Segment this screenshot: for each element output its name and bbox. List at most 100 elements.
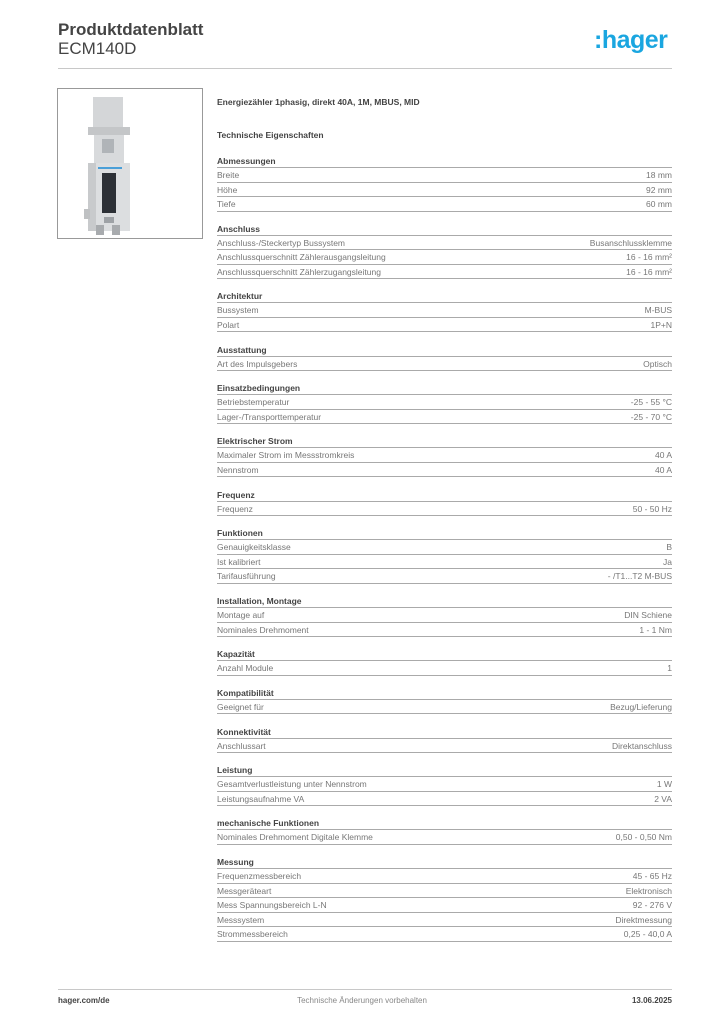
spec-label: Art des Impulsgebers [217, 358, 298, 369]
spec-row: Nominales Drehmoment Digitale Klemme 0,50… [217, 830, 672, 845]
section-heading: Installation, Montage [217, 594, 672, 608]
spec-label: Gesamtverlustleistung unter Nennstrom [217, 779, 367, 790]
spec-label: Polart [217, 319, 240, 330]
spec-label: Mess Spannungsbereich L-N [217, 900, 327, 911]
spec-value: 60 mm [646, 199, 672, 209]
section-heading: Leistung [217, 763, 672, 778]
spec-value: 92 - 276 V [632, 900, 672, 911]
section-heading: Abmessungen [217, 154, 672, 168]
spec-value: 45 - 65 Hz [632, 871, 672, 882]
spec-value: Bezug/Lieferung [610, 701, 672, 712]
spec-value: 2 VA [654, 793, 672, 804]
spec-label: Geeignet für [217, 701, 264, 712]
spec-label: Breite [217, 170, 240, 180]
section-heading: Messung [217, 855, 672, 870]
spec-label: Nominales Drehmoment [217, 624, 309, 635]
spec-row: Anschluss-/Steckertyp Bussystem Busanschl… [217, 236, 672, 251]
spec-value: 0,25 - 40,0 A [623, 929, 672, 940]
product-code: ECM140D [58, 39, 137, 58]
spec-value: 1P+N [650, 319, 673, 330]
spec-value: Ja [663, 556, 672, 567]
spec-label: Anschlussquerschnitt Zählerausgangsleitu… [217, 252, 386, 263]
spec-label: Leistungsaufnahme VA [217, 793, 305, 804]
header-divider [58, 68, 672, 69]
spec-label: Messsystem [217, 914, 265, 925]
footer-date: 13.06.2025 [631, 996, 672, 1005]
section-heading: Architektur [217, 289, 672, 304]
footer-website-link[interactable]: hager.com/de [58, 996, 110, 1005]
spec-value: Elektronisch [625, 885, 672, 896]
spec-value: 50 - 50 Hz [632, 503, 672, 514]
spec-value: 40 A [654, 450, 672, 461]
spec-value: Direktmessung [615, 914, 672, 925]
spec-label: Nominales Drehmoment Digitale Klemme [217, 832, 373, 843]
spec-label: Lager-/Transporttemperatur [217, 411, 322, 422]
spec-label: Anschluss-/Steckertyp Bussystem [217, 237, 346, 248]
spec-value: 0,50 - 0,50 Nm [615, 832, 672, 843]
section-heading: Elektrischer Strom [217, 434, 672, 449]
spec-label: Montage auf [217, 610, 265, 620]
spec-value: -25 - 70 °C [630, 411, 672, 422]
spec-label: Frequenzmessbereich [217, 871, 302, 882]
spec-value: -25 - 55 °C [630, 397, 672, 408]
spec-row: Höhe 92 mm [217, 183, 672, 197]
spec-label: Nennstrom [217, 464, 259, 475]
hager-logo: :hager [594, 26, 668, 54]
section-heading: Funktionen [217, 526, 672, 541]
spec-label: Tiefe [217, 199, 236, 209]
spec-label: Anschlussquerschnitt Zählerzugangsleitun… [217, 266, 381, 277]
spec-row: Lager-/Transporttemperatur -25 - 70 °C [217, 410, 672, 425]
spec-value: - /T1...T2 M-BUS [607, 571, 672, 582]
spec-value: 16 - 16 mm² [626, 252, 672, 263]
spec-value: 16 - 16 mm² [626, 266, 672, 277]
spec-value: DIN Schiene [624, 610, 672, 620]
spec-row: Gesamtverlustleistung unter Nennstrom 1 W [217, 777, 672, 792]
section-heading: Kompatibilität [217, 686, 672, 700]
spec-row: Anschlussquerschnitt Zählerausgangsleitu… [217, 250, 672, 265]
page-title: Produktdatenblatt [58, 20, 204, 39]
spec-value: 40 A [654, 464, 672, 475]
spec-row: Montage auf DIN Schiene [217, 608, 672, 623]
spec-value: Busanschlussklemme [589, 237, 672, 248]
section-heading: Einsatzbedingungen [217, 381, 672, 396]
section-heading: Kapazität [217, 647, 672, 662]
spec-label: Betriebstemperatur [217, 397, 290, 408]
spec-row: Betriebstemperatur -25 - 55 °C [217, 395, 672, 410]
spec-value: Optisch [643, 358, 672, 369]
spec-label: Ist kalibriert [217, 556, 261, 567]
spec-value: 1 [667, 663, 672, 674]
spec-value: 1 W [656, 779, 672, 790]
spec-value: Direktanschluss [612, 740, 672, 751]
spec-row: Messsystem Direktmessung [217, 913, 672, 928]
spec-label: Tarifausführung [217, 571, 276, 582]
spec-row: Art des Impulsgebers Optisch [217, 357, 672, 372]
spec-value: 92 mm [646, 184, 672, 195]
spec-row: Mess Spannungsbereich L-N 92 - 276 V [217, 898, 672, 913]
section-heading: mechanische Funktionen [217, 816, 672, 831]
spec-label: Höhe [217, 184, 238, 195]
spec-row: Tarifausführung - /T1...T2 M-BUS [217, 569, 672, 584]
section-heading: Ausstattung [217, 343, 672, 357]
section-heading: Konnektivität [217, 725, 672, 739]
footer-divider [58, 989, 672, 990]
